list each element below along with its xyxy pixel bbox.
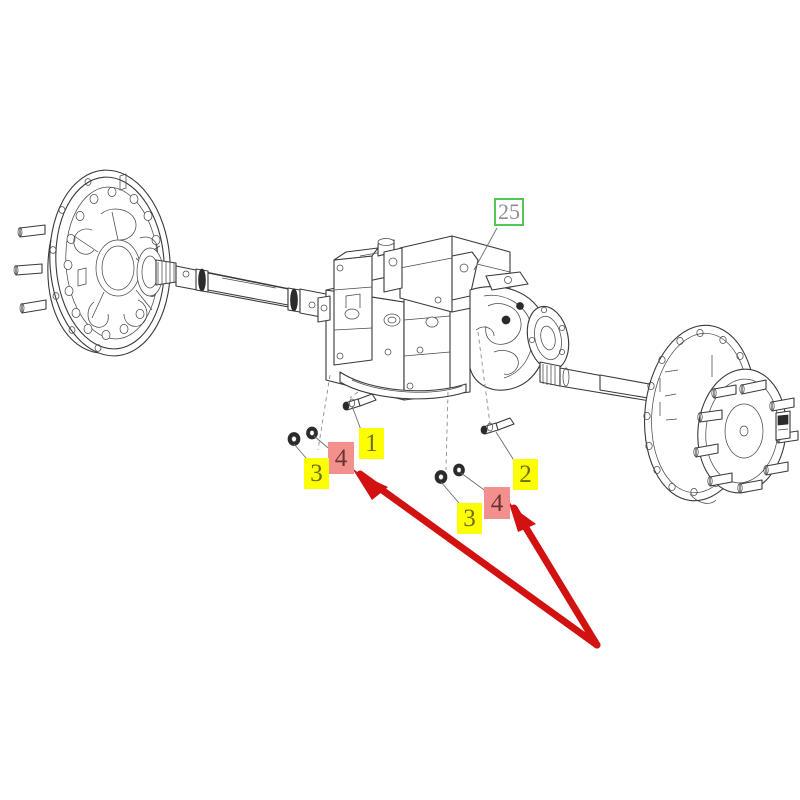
hardware-group-left: [287, 374, 377, 459]
left-axle-shaft: [175, 265, 327, 319]
callout-3-right-label: 3: [463, 505, 476, 532]
hex-bolt-right: [480, 417, 515, 435]
differential-pinion-housing: [469, 271, 570, 391]
callout-25-label: 25: [498, 199, 520, 224]
callout-3-left[interactable]: 3: [304, 458, 329, 489]
callout-4-left-label: 4: [334, 444, 348, 472]
callout-1[interactable]: 1: [359, 428, 384, 459]
callout-2-label: 2: [519, 461, 532, 488]
right-axle-shaft: [539, 361, 669, 405]
callout-25[interactable]: 25: [494, 198, 524, 226]
left-brake-drum-hub: [13, 169, 177, 357]
hex-bolt-left: [342, 393, 377, 411]
callout-4-right[interactable]: 4: [484, 487, 510, 519]
callout-4-left[interactable]: 4: [328, 442, 354, 474]
leader-line-25: [473, 227, 498, 271]
annotation-arrows: [352, 468, 601, 649]
nut-left: [287, 432, 301, 446]
callout-4-right-label: 4: [490, 489, 504, 517]
hardware-group-right: [434, 331, 516, 504]
washer-left: [306, 426, 318, 440]
transmission-housing: [317, 235, 511, 401]
right-wheel-hub: [643, 324, 799, 504]
callout-3-left-label: 3: [310, 460, 323, 487]
callout-2[interactable]: 2: [513, 459, 538, 490]
nut-right: [434, 470, 448, 484]
callout-1-label: 1: [365, 430, 378, 457]
callout-3-right[interactable]: 3: [457, 503, 482, 534]
